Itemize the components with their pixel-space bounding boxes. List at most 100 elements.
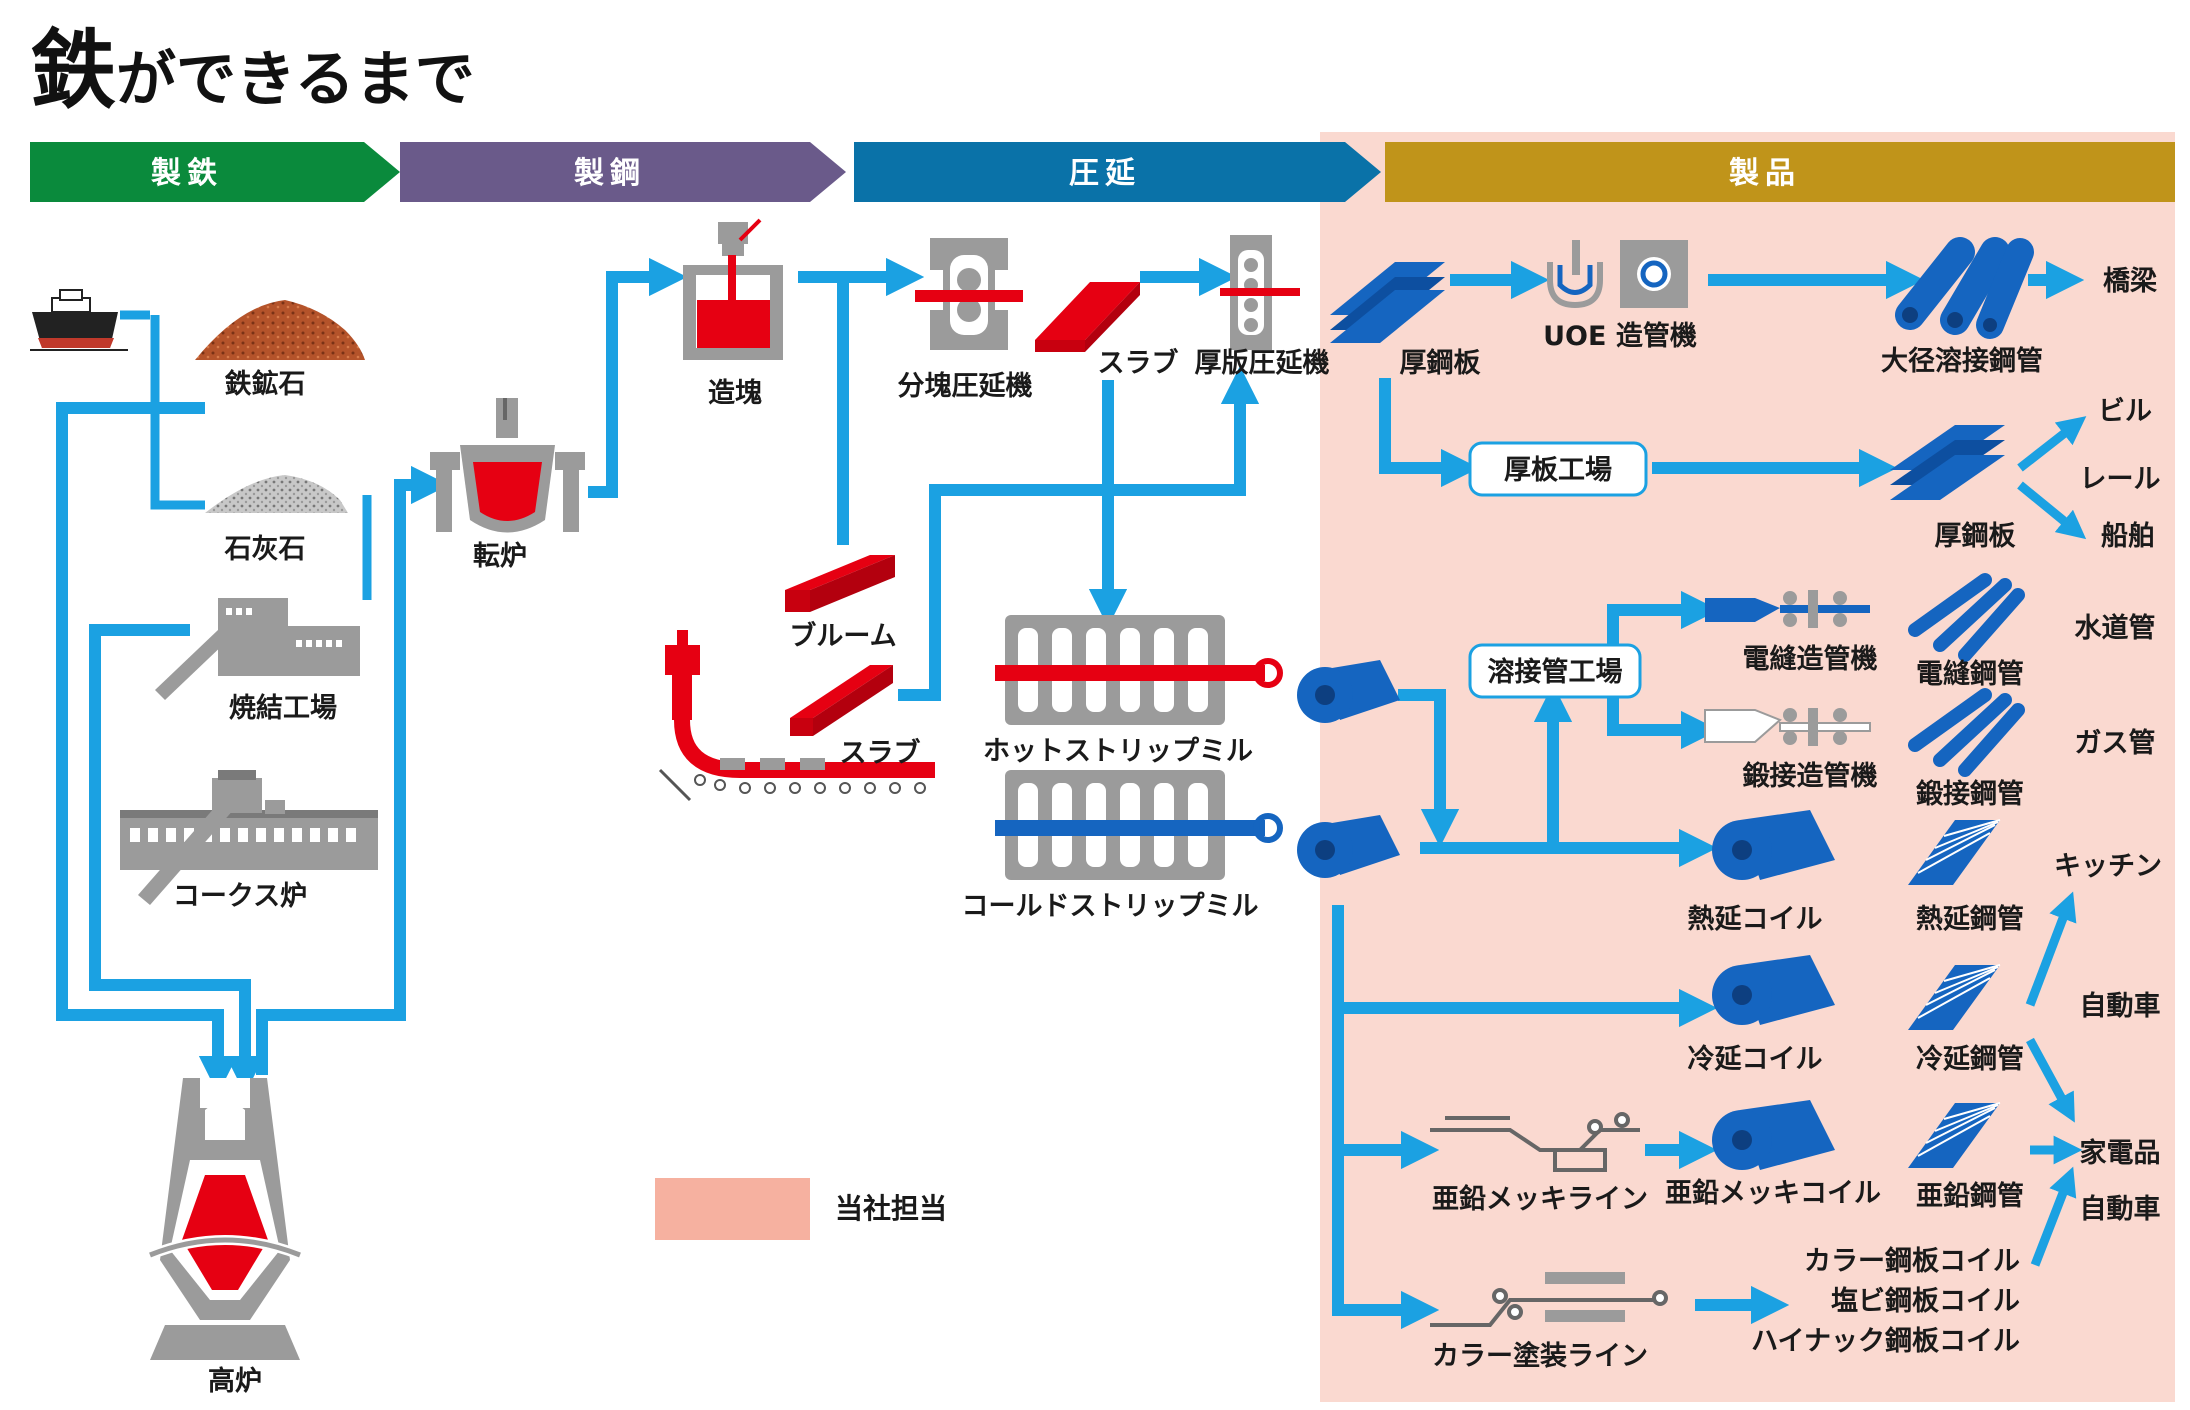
- flow-to-erw: [1607, 590, 1720, 650]
- sinter-plant-icon: [155, 598, 360, 700]
- hot-pipe-icon: [1908, 819, 2001, 885]
- label-bridge: 橋梁: [2103, 266, 2157, 297]
- blast-furnace-icon: [148, 1078, 302, 1360]
- flow-cc-slab-up: [898, 365, 1260, 701]
- label-large-pipe: 大径溶接鋼管: [1881, 345, 2043, 377]
- uoe-machine-icon: [1547, 240, 1688, 309]
- label-erw-pipe: 電縫鋼管: [1916, 659, 2024, 690]
- stage-arrow: [30, 142, 400, 202]
- flow-ore-to-furnace: [56, 402, 238, 1095]
- plate-factory-box: [1468, 441, 1648, 497]
- label-cold-strip-mill: コールドストリップミル: [962, 891, 1259, 922]
- label-plate-factory: 厚板工場: [1504, 455, 1612, 486]
- hot-coil-icon: [1712, 810, 1835, 880]
- label-blooming-mill: 分塊圧延機: [898, 371, 1033, 402]
- stage-banner-seitetsu: 製鉄: [30, 142, 400, 202]
- title-rest: ができるまで: [116, 45, 475, 115]
- label-paint-line: カラー塗装ライン: [1432, 1340, 1648, 1372]
- ingot-icon: [683, 218, 783, 360]
- label-uoe: UOE 造管機: [1543, 321, 1697, 352]
- flow-converter-to-ingot: [588, 257, 688, 498]
- label-hot-strip-mill: ホットストリップミル: [983, 736, 1253, 767]
- label-cold-pipe: 冷延鋼管: [1916, 1044, 2024, 1075]
- label-cold-coil: 冷延コイル: [1688, 1044, 1823, 1075]
- legend-label: 当社担当: [835, 1192, 947, 1225]
- label-ship: 船舶: [2101, 520, 2155, 552]
- cold-coil-mill-icon: [1297, 815, 1400, 878]
- stage-label: 圧延: [1069, 156, 1141, 191]
- label-galv-coil: 亜鉛メッキコイル: [1665, 1177, 1881, 1209]
- cold-coil-icon: [1712, 955, 1835, 1025]
- converter-icon: [430, 398, 585, 533]
- label-hinak-coil: ハイナック鋼板コイル: [1751, 1326, 2020, 1357]
- label-hot-coil: 熱延コイル: [1688, 904, 1823, 935]
- slab-cc-icon: [790, 665, 893, 736]
- flow-to-car2: [2030, 1166, 2077, 1267]
- label-building: ビル: [2098, 396, 2152, 427]
- title-main: 鉄: [30, 21, 116, 121]
- label-car2: 自動車: [2080, 1193, 2161, 1225]
- blooming-mill-icon: [915, 238, 1023, 350]
- forge-pipe-icon: [1908, 688, 2025, 777]
- product-zone: [1320, 132, 2175, 1402]
- thick-plate-icon: [1330, 262, 1445, 343]
- legend-swatch: [655, 1178, 810, 1240]
- stage-arrow: [1385, 142, 2175, 202]
- page-title: 鉄ができるまで: [30, 21, 475, 121]
- label-thick-plate-2: 厚鋼板: [1935, 521, 2016, 552]
- label-blast-furnace: 高炉: [208, 1365, 262, 1397]
- labels: 鉄鉱石 石灰石 焼結工場 コークス炉 高炉 転炉 造塊 分塊圧延機 スラブ 厚版…: [173, 266, 2162, 1397]
- flow-sinter-to-furnace: [89, 624, 265, 1095]
- label-slab-cc: スラブ: [840, 737, 921, 769]
- label-converter: 転炉: [473, 541, 527, 572]
- label-gas: ガス管: [2075, 728, 2156, 759]
- label-sinter-plant: 焼結工場: [229, 692, 337, 724]
- thick-plate-2-icon: [1890, 425, 2005, 500]
- cold-pipe-icon: [1908, 964, 2001, 1030]
- stage-arrow: [854, 142, 1381, 202]
- welded-factory-box: [1468, 643, 1642, 699]
- ship-icon: [30, 289, 128, 351]
- iron-ore-pile-icon: [195, 300, 365, 360]
- label-slab-top: スラブ: [1098, 347, 1179, 379]
- slab-top-icon: [1035, 282, 1140, 352]
- label-rail: レール: [2080, 464, 2161, 495]
- hot-strip-mill-icon: [995, 615, 1283, 725]
- galv-pipe-icon: [1908, 1102, 2001, 1168]
- flow-to-kitchen: [2025, 891, 2077, 1007]
- stage-banner-seikou: 製鋼: [400, 142, 846, 202]
- erw-machine-icon: [1705, 590, 1870, 628]
- forge-machine-icon: [1704, 708, 1871, 746]
- flow-hotcoil-down: [1398, 689, 1460, 848]
- flow-to-appliance-a: [2026, 1037, 2075, 1123]
- label-forge-pipe: 鍛接鋼管: [1916, 778, 2024, 810]
- label-color-coil: カラー鋼板コイル: [1804, 1246, 2020, 1277]
- stage-banner-atsuen: 圧延: [854, 142, 1381, 202]
- label-galv-pipe: 亜鉛鋼管: [1916, 1180, 2024, 1212]
- flow-to-ship: [2017, 481, 2087, 540]
- flow-to-plate-factory: [1379, 378, 1480, 488]
- large-pipe-icon: [1895, 237, 2034, 339]
- continuous-caster-icon: [658, 630, 935, 802]
- label-ingot: 造塊: [708, 378, 762, 409]
- stage-label: 製品: [1729, 156, 1801, 191]
- label-erw-machine: 電縫造管機: [1743, 644, 1878, 675]
- paint-line-icon: [1430, 1272, 1668, 1327]
- flow-coke-to-converter: [256, 465, 450, 1075]
- galv-coil-icon: [1712, 1100, 1835, 1170]
- limestone-pile-icon: [205, 475, 348, 513]
- label-forge-machine: 鍛接造管機: [1743, 760, 1878, 792]
- label-welded-factory: 溶接管工場: [1488, 656, 1623, 688]
- label-bloom: ブルーム: [789, 620, 896, 652]
- label-thick-plate-1: 厚鋼板: [1400, 348, 1481, 379]
- flow-to-forge: [1607, 690, 1720, 750]
- label-iron-ore: 鉄鉱石: [225, 368, 306, 400]
- stage-label: 製鉄: [151, 156, 223, 191]
- galv-line-icon: [1430, 1112, 1640, 1172]
- plate-mill-icon: [1220, 235, 1300, 350]
- cold-strip-mill-icon: [995, 770, 1283, 880]
- label-coke-oven: コークス炉: [173, 881, 307, 912]
- stage-banner-seihin: 製品: [1385, 142, 2175, 202]
